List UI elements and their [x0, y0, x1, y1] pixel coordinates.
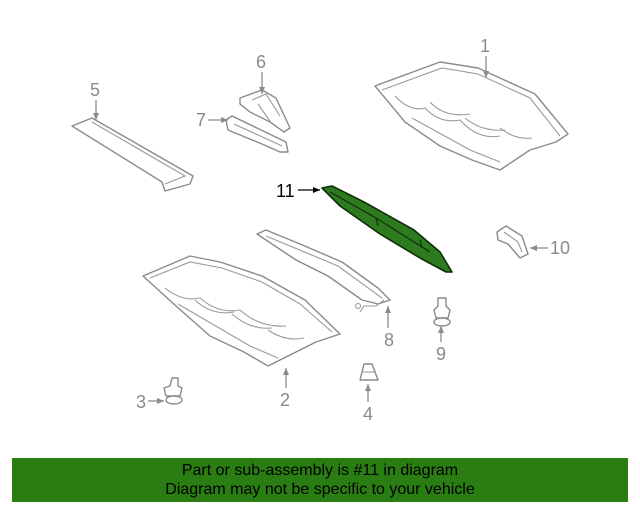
part-4-fastener	[359, 363, 379, 381]
part-6-bracket	[239, 89, 291, 133]
svg-text:3: 3	[136, 392, 146, 412]
part-2-floor-panel	[142, 255, 341, 367]
svg-text:11: 11	[276, 181, 295, 201]
callout-11: 11	[276, 181, 320, 201]
part-11-highlighted-panel	[321, 185, 453, 273]
svg-text:5: 5	[90, 80, 100, 100]
part-3-clip	[163, 377, 183, 405]
part-7-bracket	[225, 115, 289, 153]
svg-text:9: 9	[436, 344, 446, 364]
callout-10: 10	[530, 238, 570, 258]
callout-6: 6	[256, 52, 266, 94]
callout-4: 4	[363, 384, 373, 424]
callout-5: 5	[90, 80, 100, 120]
svg-text:2: 2	[280, 390, 290, 410]
footer-line-1: Part or sub-assembly is #11 in diagram	[181, 462, 459, 479]
footer-banner: Part or sub-assembly is #11 in diagram D…	[12, 458, 628, 502]
parts-diagram: 1 5 6 7 11 10 8 9 2 3 4	[71, 36, 570, 424]
part-9-clip	[433, 297, 451, 327]
callout-2: 2	[280, 368, 290, 410]
part-5-trim-strip	[71, 117, 194, 192]
svg-text:1: 1	[480, 36, 490, 56]
footer-line-2: Diagram may not be specific to your vehi…	[165, 481, 475, 498]
part-8-trim-panel	[256, 229, 391, 313]
svg-text:4: 4	[363, 404, 373, 424]
svg-text:7: 7	[196, 110, 206, 130]
part-10-bracket	[496, 225, 529, 259]
svg-text:8: 8	[384, 330, 394, 350]
callout-8: 8	[384, 306, 394, 350]
svg-text:6: 6	[256, 52, 266, 72]
part-1-package-tray	[374, 61, 569, 171]
callout-3: 3	[136, 392, 164, 412]
svg-text:10: 10	[550, 238, 570, 258]
callout-9: 9	[436, 326, 446, 364]
callout-7: 7	[196, 110, 228, 130]
callout-1: 1	[480, 36, 490, 78]
